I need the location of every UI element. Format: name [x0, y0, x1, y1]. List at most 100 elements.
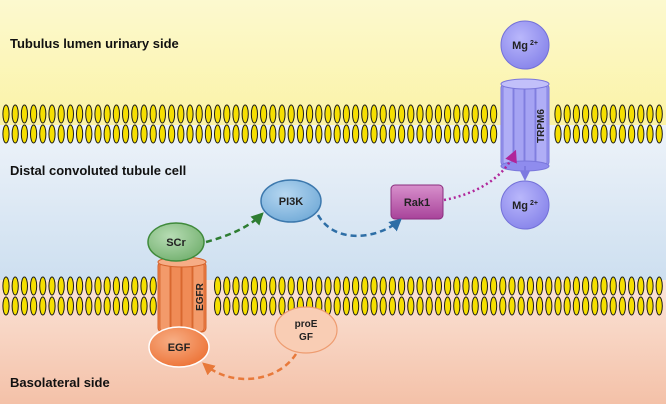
lipid-head — [609, 276, 617, 296]
lipid-head — [591, 124, 599, 144]
lipid-head — [398, 276, 406, 296]
lipid-head — [2, 124, 10, 144]
lipid-head — [333, 296, 341, 316]
lipid-head — [112, 124, 121, 144]
lipid-head — [545, 276, 553, 296]
lipid-head — [352, 104, 360, 124]
lipid-head — [333, 276, 341, 296]
lipid-head — [563, 104, 571, 124]
lipid-head — [646, 104, 654, 124]
lipid-head — [536, 276, 544, 296]
lipid-head — [444, 124, 452, 144]
lipid-head — [103, 124, 111, 144]
lipid-head — [48, 124, 56, 144]
lipid-head — [20, 276, 28, 296]
lipid-head — [407, 276, 415, 296]
lipid-head — [416, 104, 424, 124]
lipid-head — [223, 104, 231, 124]
lipid-head — [342, 276, 350, 296]
lipid-head — [655, 104, 663, 124]
arrow-scr-to-pi3k — [205, 212, 264, 244]
lipid-head — [103, 296, 111, 316]
lipid-head — [204, 104, 212, 124]
lipid-head — [370, 104, 378, 124]
lipid-head — [370, 276, 378, 296]
lipid-head — [131, 104, 139, 124]
lipid-head — [76, 276, 84, 296]
lipid-head — [333, 104, 341, 124]
proegf-label-line1: proE — [295, 319, 318, 330]
lipid-head — [287, 276, 295, 296]
lipid-head — [407, 124, 415, 144]
lipid-head — [490, 104, 498, 124]
lipid-head — [232, 296, 240, 316]
lipid-head — [269, 104, 277, 124]
lipid-head — [223, 296, 231, 316]
lipid-head — [591, 296, 599, 316]
mg-top-charge: 2+ — [530, 40, 538, 47]
lipid-head — [370, 124, 378, 144]
lipid-head — [490, 124, 498, 144]
lipid-head — [278, 296, 286, 316]
lipid-head — [315, 276, 323, 296]
lipid-head — [591, 276, 599, 296]
lipid-head — [572, 296, 581, 316]
lipid-head — [462, 296, 470, 316]
lipid-head — [278, 124, 286, 144]
lipid-head — [637, 104, 645, 124]
lipid-head — [66, 104, 75, 124]
lipid-head — [195, 104, 203, 124]
lipid-head — [57, 296, 65, 316]
region-label-lumen: Tubulus lumen urinary side — [10, 36, 179, 51]
mg-bottom-charge: 2+ — [530, 200, 538, 207]
lipid-head — [214, 124, 222, 144]
lipid-head — [490, 276, 498, 296]
lipid-head — [20, 124, 28, 144]
lipid-head — [296, 104, 304, 124]
lipid-head — [517, 276, 525, 296]
lipid-head — [48, 296, 56, 316]
lipid-head — [140, 124, 148, 144]
lipid-head — [582, 296, 590, 316]
lipid-head — [499, 296, 507, 316]
lipid-head — [361, 296, 369, 316]
lipid-head — [2, 276, 10, 296]
lipid-head — [655, 296, 663, 316]
lipid-head — [333, 124, 341, 144]
lipid-head — [545, 296, 553, 316]
lipid-head — [324, 276, 332, 296]
lipid-head — [241, 276, 249, 296]
lipid-head — [241, 296, 249, 316]
lipid-head — [425, 296, 433, 316]
lipid-head — [591, 104, 599, 124]
lipid-head — [278, 104, 286, 124]
proegf-label-line2: GF — [299, 332, 313, 343]
lipid-head — [131, 296, 139, 316]
lipid-head — [480, 124, 488, 144]
lipid-head — [453, 104, 461, 124]
lipid-head — [296, 124, 304, 144]
svg-text:GF: GF — [299, 332, 313, 343]
lipid-head — [260, 104, 268, 124]
lipid-head — [250, 296, 258, 316]
lipid-head — [2, 296, 10, 316]
lipid-head — [158, 104, 166, 124]
lipid-head — [269, 276, 277, 296]
lipid-head — [140, 104, 148, 124]
lipid-head — [232, 124, 240, 144]
lipid-head — [637, 276, 645, 296]
lipid-head — [149, 124, 157, 144]
lipid-head — [177, 104, 185, 124]
svg-text:Mg2+: Mg2+ — [512, 40, 538, 52]
lipid-head — [618, 296, 627, 316]
lipid-head — [342, 104, 350, 124]
lipid-head — [471, 124, 479, 144]
lipid-head — [269, 124, 277, 144]
lipid-head — [85, 276, 93, 296]
lipid-head — [609, 104, 617, 124]
lipid-head — [388, 296, 396, 316]
lipid-head — [453, 296, 461, 316]
lipid-head — [149, 276, 157, 296]
lipid-head — [554, 296, 562, 316]
